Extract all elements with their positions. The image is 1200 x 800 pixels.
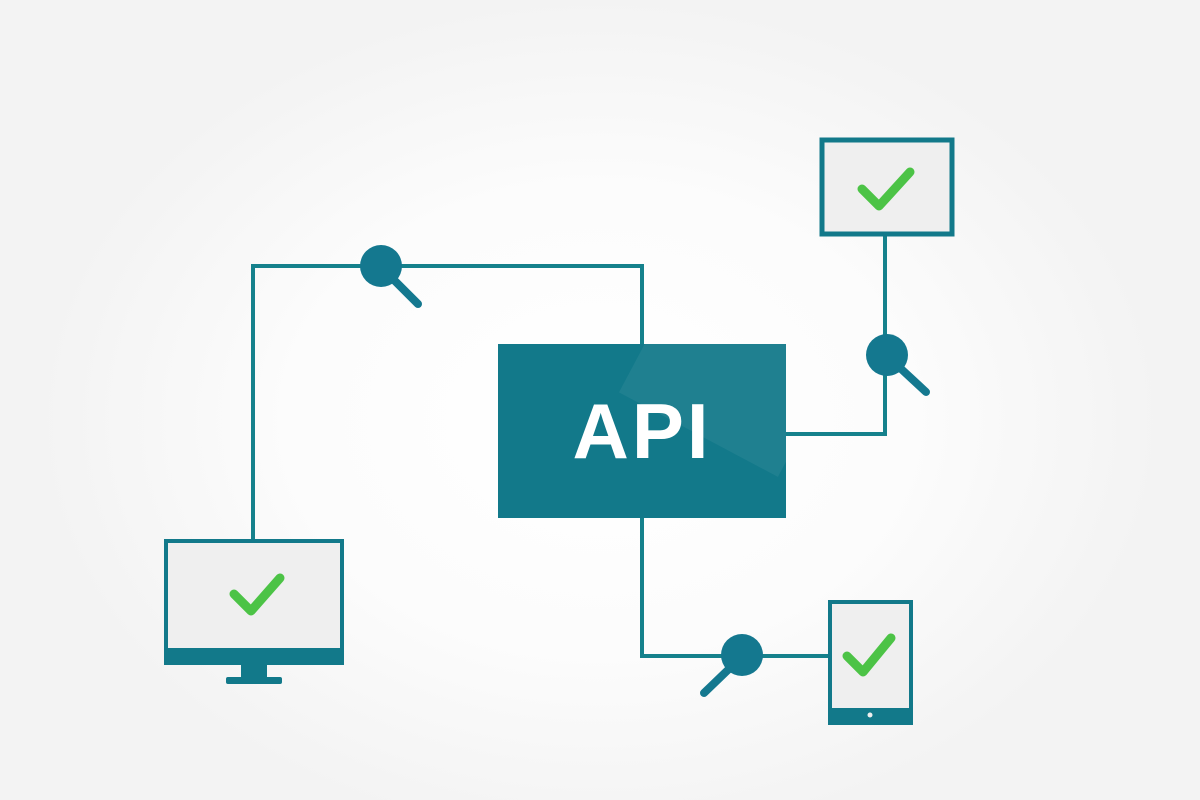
display-screen-icon <box>819 137 955 237</box>
magnifier-icon <box>700 634 763 697</box>
api-box: API <box>498 344 786 518</box>
connector-lines <box>251 234 887 658</box>
api-label: API <box>572 386 712 475</box>
connector-api-to-tablet <box>640 518 830 658</box>
connector-api-to-display <box>786 234 887 436</box>
checkmark-icon <box>229 573 285 616</box>
checkmark-icon <box>857 167 915 211</box>
tablet-icon <box>828 600 913 725</box>
desktop-monitor-icon <box>164 539 344 684</box>
magnifier-icon <box>866 334 930 396</box>
checkmark-icon <box>842 633 896 677</box>
magnifier-icon <box>360 245 422 308</box>
connector-api-to-desktop <box>251 264 644 540</box>
